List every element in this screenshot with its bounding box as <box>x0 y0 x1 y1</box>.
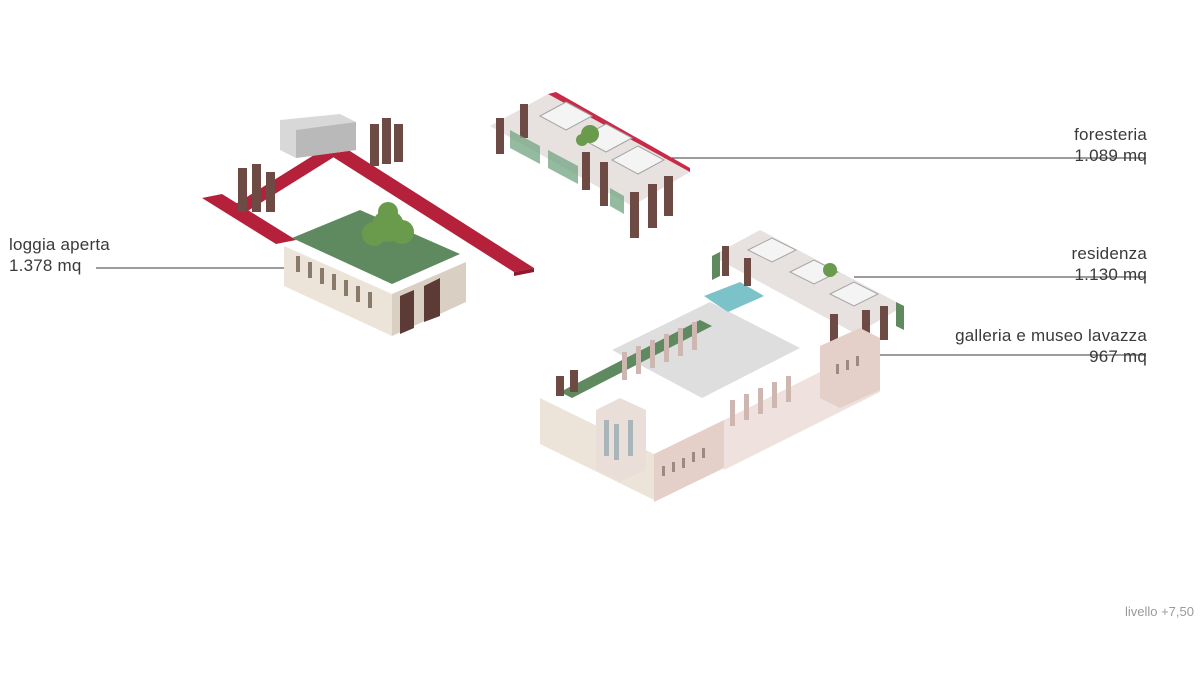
loggia-tree <box>362 202 414 246</box>
galleria-arches <box>622 322 791 426</box>
label-loggia-name: loggia aperta <box>9 235 110 254</box>
red-walkway-long <box>322 146 534 272</box>
foresteria-rooms <box>538 101 666 175</box>
label-foresteria-name: foresteria <box>1074 125 1147 144</box>
label-galleria: galleria e museo lavazza 967 mq <box>955 325 1147 367</box>
loggia-windows <box>296 256 372 308</box>
red-walkway-side <box>514 268 534 276</box>
galleria-entrance <box>596 398 646 482</box>
residenza-partitions <box>722 246 888 346</box>
galleria-windows <box>662 356 859 476</box>
galleria-tower <box>820 328 880 408</box>
loggia-dark-openings <box>400 278 440 334</box>
foresteria-floor <box>490 94 690 206</box>
level-indicator: livello +7,50 <box>1124 604 1194 619</box>
foresteria-glass <box>510 130 624 214</box>
residenza-block <box>704 230 904 346</box>
label-foresteria: foresteria 1.089 mq <box>1074 124 1147 166</box>
red-walkway-short <box>202 194 296 244</box>
foresteria-partitions <box>496 104 673 238</box>
galleria-cyan <box>710 286 760 312</box>
galleria-facade-front <box>654 420 724 502</box>
galleria-museo-block <box>540 286 880 502</box>
label-foresteria-area: 1.089 mq <box>1074 146 1147 165</box>
glass-volume-face <box>296 122 356 158</box>
galleria-entrance-windows <box>604 420 633 460</box>
galleria-glass-roof <box>612 302 800 398</box>
residenza-green-panels <box>712 252 904 330</box>
leader-lines <box>96 157 1146 356</box>
brick-towers <box>238 118 403 212</box>
label-loggia-area: 1.378 mq <box>9 256 82 275</box>
residenza-tree <box>823 263 837 277</box>
label-residenza: residenza 1.130 mq <box>1071 243 1147 285</box>
foresteria-block <box>490 92 690 238</box>
label-galleria-area: 967 mq <box>1089 347 1147 366</box>
loggia-aperta-block <box>202 114 534 336</box>
label-loggia-aperta: loggia aperta 1.378 mq <box>9 234 110 276</box>
label-galleria-name: galleria e museo lavazza <box>955 326 1147 345</box>
residenza-rooms <box>746 237 880 307</box>
loggia-building-top <box>292 210 460 284</box>
label-residenza-area: 1.130 mq <box>1074 265 1147 284</box>
galleria-brick-elements <box>556 370 578 396</box>
foresteria-tree <box>576 125 599 146</box>
label-residenza-name: residenza <box>1071 244 1147 263</box>
